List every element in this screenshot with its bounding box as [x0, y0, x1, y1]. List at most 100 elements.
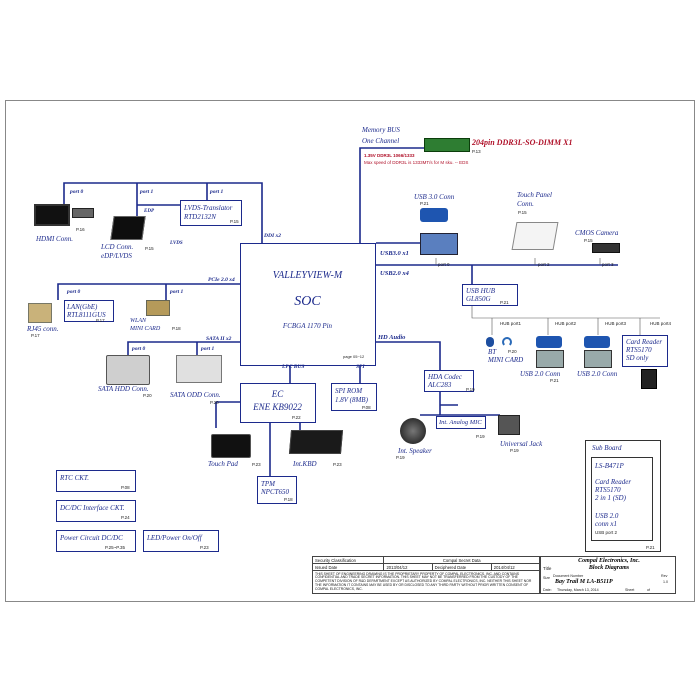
usb-logo-a-icon [536, 336, 562, 348]
soc-title: SOC [294, 294, 321, 309]
usb-hub-block: USB HUB GL850G [462, 284, 518, 306]
hdmi-label: HDMI Conn. [36, 235, 73, 243]
dcdc-block: DC/DC Interface CKT. P.24 [56, 500, 136, 522]
speaker-icon [400, 418, 426, 444]
card-reader-note: SD only [626, 354, 649, 362]
universal-jack-page: P.19 [510, 448, 519, 453]
tb-notice: THIS SHEET OF ENGINEERING DRAWING IS THE… [312, 570, 540, 594]
usb30-conn-page: P.21 [420, 201, 429, 206]
tb-date-value: Thursday, March 13, 2014 [557, 588, 599, 592]
tpm-title: TPM [261, 480, 275, 488]
hub-port2: HUB port2 [555, 321, 577, 326]
usb20-conn-a-label: USB 2.0 Conn [520, 370, 561, 378]
sata-port1: port 1 [201, 346, 215, 352]
hdmi-plug-icon [72, 208, 94, 218]
usb-hub-chip: GL850G [466, 295, 491, 303]
power-label: Power Circuit DC/DC [60, 534, 123, 542]
sub-board-usb2: conn x1 [595, 520, 617, 528]
touchpad-icon [211, 434, 251, 458]
tb-deciphered-val: 2014/04/12 [490, 563, 541, 571]
tb-deciphered: Deciphered Date [431, 563, 492, 571]
hdd-label: SATA HDD Conn. [98, 385, 149, 393]
touch-panel-label-2: Conn. [517, 200, 534, 208]
lvds-translator-page: P.15 [230, 219, 239, 224]
speaker-label: Int. Speaker [398, 447, 432, 455]
sata-port0: port 0 [132, 346, 146, 352]
hdmi-monitor-icon [34, 204, 70, 226]
dimm-label: 204pin DDR3L-SO-DIMM X1 [472, 138, 573, 147]
hub-port1: HUB port1 [500, 321, 522, 326]
touchpad-label: Touch Pad [208, 460, 238, 468]
rj45-label: RJ45 conn. [27, 325, 59, 333]
speaker-page: P.19 [396, 455, 405, 460]
soc-block: VALLEYVIEW-M SOC FCBGA 1170 Pin page 05~… [240, 243, 376, 366]
touch-panel-page: P.15 [518, 210, 527, 215]
soc-package: FCBGA 1170 Pin [282, 322, 333, 330]
card-reader-chip: RTS5170 [626, 346, 652, 354]
hdd-page: P.20 [143, 393, 152, 398]
bluetooth-icon [486, 337, 494, 347]
sub-board-cr1: Card Reader [595, 478, 632, 486]
lvds-translator-block: LVDS-Translator RTD2132N [180, 200, 242, 226]
led-page: P.23 [200, 545, 209, 550]
lan-title: LAN(GbE) [67, 303, 98, 311]
rtc-label: RTC CKT. [60, 474, 90, 482]
touchpad-page: P.23 [252, 462, 261, 467]
wlan-label-2: MINI CARD [130, 326, 161, 332]
lan-chip: RTL8111GUS [67, 311, 106, 319]
camera-label: CMOS Camera [575, 229, 619, 237]
usb20-conn-b-label: USB 2.0 Conn [577, 370, 618, 378]
lan-page: P.17 [96, 318, 105, 323]
pcie-port0: port 0 [67, 289, 81, 295]
tb-title-label: Title [543, 566, 552, 571]
sub-board-usb3: USB port 2 [595, 530, 618, 535]
lvds-translator-chip: RTD2132N [184, 213, 216, 221]
hub-port4: HUB port4 [650, 321, 672, 326]
sub-board-cr2: RTS5170 [595, 486, 621, 494]
usb20-conn-a-page: P.21 [550, 378, 559, 383]
tb-size: Size [543, 576, 550, 580]
sub-board-name: LS-B471P [595, 462, 624, 470]
odd-page: P.20 [210, 400, 219, 405]
sub-board-usb1: USB 2.0 [595, 512, 619, 520]
sub-board-title: Sub Board [592, 444, 622, 452]
usb-port-b-icon [584, 350, 612, 368]
tb-secret: Compal Secret Data [383, 556, 540, 564]
dimm-icon [424, 138, 470, 152]
wlan-page: P.18 [172, 326, 181, 331]
hub-port3: HUB port3 [605, 321, 627, 326]
usb3-logo-icon [420, 208, 448, 222]
power-page: P.25~P.35 [105, 545, 125, 550]
lcd-label-1: LCD Conn. [101, 243, 134, 251]
odd-icon [176, 355, 222, 383]
led-block: LED/Power On/Off P.23 [143, 530, 219, 552]
ec-title: EC [271, 389, 284, 399]
lpc-bus-label: LPC BUS [282, 364, 305, 370]
usb30-x1-label: USB3.0 x1 [380, 250, 409, 257]
wlan-card-icon [146, 300, 170, 316]
touch-panel-icon [511, 222, 559, 250]
lcd-page: P.15 [145, 246, 154, 251]
spi-rom-title: SPI ROM [335, 387, 363, 395]
usb-port0: port 0 [438, 262, 450, 267]
pcie-label: PCIe 2.0 x4 [208, 277, 235, 283]
power-block: Power Circuit DC/DC P.25~P.35 [56, 530, 136, 552]
rj45-icon [28, 303, 52, 323]
tb-sheet-of: of [647, 588, 650, 592]
usb-logo-b-icon [584, 336, 610, 348]
odd-label: SATA ODD Conn. [170, 391, 221, 399]
ec-page: P.22 [292, 415, 301, 420]
usb-port-a-icon [536, 350, 564, 368]
hda-codec-block: HDA Codec ALC283 [424, 370, 474, 392]
display-port0: port 0 [70, 189, 84, 195]
keyboard-page: P.23 [333, 462, 342, 467]
spi-rom-block: SPI ROM 1.8V (8MB) [331, 383, 377, 411]
touch-panel-label-1: Touch Panel [517, 191, 552, 199]
tpm-block: TPM NPCT650 [257, 476, 297, 504]
tb-company: Compal Electronics, Inc. [578, 558, 640, 564]
memory-channel-label: One Channel [362, 137, 400, 145]
analog-mic-block: Int. Analog MIC [436, 416, 486, 429]
edp-label: EDP [144, 209, 154, 214]
keyboard-icon [288, 430, 344, 454]
soc-chip-name: VALLEYVIEW-M [272, 270, 343, 281]
